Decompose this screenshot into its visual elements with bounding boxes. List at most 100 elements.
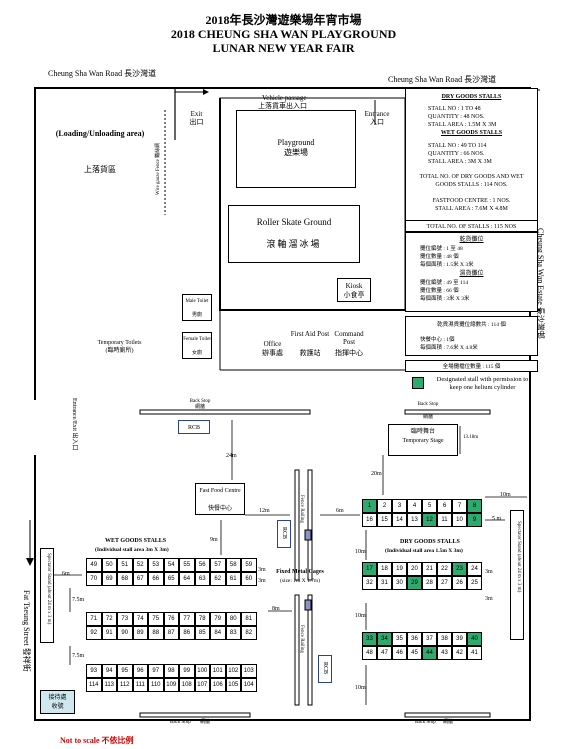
fence-railing-bottom: Fence Railing [299, 625, 304, 653]
wet-stall-108: 108 [179, 678, 195, 692]
wet-stall-101: 101 [210, 664, 226, 678]
wet-stall-111: 111 [132, 678, 148, 692]
dry-stall-45: 45 [407, 646, 422, 660]
female-toilet-zh: 女廁 [191, 351, 202, 356]
dry-stall-26: 26 [452, 576, 467, 590]
wet-stall-106: 106 [210, 678, 226, 692]
loading-area-label: (Loading/Unloading area) [55, 129, 145, 138]
dry-stall-12: 12 [422, 513, 437, 527]
rcb-bottom-label: RCB [322, 662, 328, 675]
fixed-cages-size: (size: 1m X 1.7m) [279, 578, 321, 584]
legend-green-swatch [412, 377, 424, 389]
wet-stall-104: 104 [241, 678, 257, 692]
wet-stall-80: 80 [225, 612, 241, 626]
info-total-stalls: TOTAL NO. OF STALLS : 115 NOS [426, 224, 517, 230]
exit-zh: 出口 [189, 118, 204, 126]
wet-stall-58: 58 [225, 558, 241, 572]
dry-stall-27: 27 [437, 576, 452, 590]
exit-label: Exit [190, 110, 203, 118]
wet-stall-113: 113 [101, 678, 117, 692]
spectator-stand-left: Spectator Stand (about 24 m x 3 m) [40, 548, 54, 643]
dry-stalls-title: DRY GOODS STALLS [400, 539, 460, 545]
dim-12m: 12m [259, 508, 270, 514]
wet-stall-96: 96 [132, 664, 148, 678]
roller-label: Roller Skate Ground [256, 217, 332, 227]
wet-stall-57: 57 [210, 558, 226, 572]
dim-3m-d: 3m [485, 596, 493, 602]
wet-stall-66: 66 [148, 572, 164, 586]
dry-stall-21: 21 [422, 562, 437, 576]
title-fair: LUNAR NEW YEAR FAIR [212, 41, 355, 55]
wet-stall-72: 72 [101, 612, 117, 626]
wet-stall-61: 61 [225, 572, 241, 586]
title-zh: 2018年長沙灣遊樂場年宵市場 [205, 13, 362, 27]
first-aid-label: First Aid Post [290, 330, 330, 338]
dry-stall-41: 41 [467, 646, 482, 660]
wet-stall-51: 51 [117, 558, 133, 572]
dry-stall-11: 11 [437, 513, 452, 527]
dry-stall-8: 8 [467, 499, 482, 513]
back-stop-top-right: Back Stop [417, 402, 439, 407]
dim-5m: 5 m [492, 516, 502, 522]
wet-stalls-title: WET GOODS STALLS [105, 538, 167, 544]
wet-stall-76: 76 [163, 612, 179, 626]
wet-stall-103: 103 [241, 664, 257, 678]
roller-skate-ground: Roller Skate Ground 滾軸溜冰場 [228, 205, 360, 263]
dry-stall-44: 44 [422, 646, 437, 660]
temp-stage-label: Temporary Stage [402, 438, 444, 444]
dry-stall-13: 13 [407, 513, 422, 527]
info-zh-dry3: 每個面積 : 1.5米 X 3米 [420, 262, 474, 268]
rcb-top: RCB [178, 420, 210, 434]
info-zh-total: 乾貨濕貨攤位總數共 : 114 個 [437, 322, 506, 328]
back-stop-bottom-left: Back Stop [170, 720, 191, 725]
dim-10m-d: 10m [355, 685, 366, 691]
dry-stall-10: 10 [452, 513, 467, 527]
female-toilet-label: Female Toilet [183, 337, 211, 342]
legend-text: Designated stall with permission to keep… [436, 376, 529, 391]
wet-stall-84: 84 [210, 626, 226, 640]
wet-stall-90: 90 [117, 626, 133, 640]
wet-stall-71: 71 [86, 612, 102, 626]
dry-stall-16: 16 [362, 513, 377, 527]
dry-stall-29: 29 [407, 576, 422, 590]
wet-stall-50: 50 [101, 558, 117, 572]
entrance-zh: 入口 [370, 118, 384, 126]
wet-stall-49: 49 [86, 558, 102, 572]
info-dry-qty: QUANTITY : 48 NOS. [428, 114, 485, 120]
wet-stall-82: 82 [241, 626, 257, 640]
dry-stall-48: 48 [362, 646, 377, 660]
dry-stall-19: 19 [392, 562, 407, 576]
stall-summary-zh: 乾貨攤位 攤位編號 : 1 至 48 攤位數量 : 48 個 每個面積 : 1.… [405, 232, 538, 312]
dry-stall-6: 6 [437, 499, 452, 513]
dry-stall-22: 22 [437, 562, 452, 576]
dim-9m: 9m [210, 537, 218, 543]
male-toilet: Male Toilet 男廁 [182, 294, 212, 321]
wet-stall-112: 112 [117, 678, 133, 692]
dry-stalls-sub: (Individual stall area 1.5m X 3m) [385, 548, 463, 554]
info-dry-area: STALL AREA : 1.5M X 3M [428, 122, 497, 128]
info-fastfood-area: STALL AREA : 7.6M X 4.8M [435, 206, 508, 212]
info-dry-stall-no: STALL NO : 1 TO 48 [428, 106, 481, 112]
wet-stall-83: 83 [225, 626, 241, 640]
rcb-bottom: RCB [318, 655, 332, 683]
dry-stall-9: 9 [467, 513, 482, 527]
wet-stall-74: 74 [132, 612, 148, 626]
reception-zh: 接待處 [48, 695, 67, 701]
wet-stall-65: 65 [163, 572, 179, 586]
info-wet-stall-no: STALL NO : 49 TO 114 [428, 143, 487, 149]
wet-stall-60: 60 [241, 572, 257, 586]
dry-stall-14: 14 [392, 513, 407, 527]
temp-toilets-zh: (臨時廁所) [105, 348, 134, 354]
info-wet-qty: QUANTITY : 66 NOS. [428, 151, 485, 157]
info-dry-header: DRY GOODS STALLS [441, 94, 502, 100]
info-wet-area: STALL AREA : 3M X 3M [428, 159, 492, 165]
spectator-stand-right: Spectator Stand (about 24 m x 3 m) [510, 510, 524, 640]
wet-stall-85: 85 [194, 626, 210, 640]
entrance-label: Entrance [364, 110, 390, 118]
dim-8m: 8m [272, 606, 280, 612]
wet-stall-79: 79 [210, 612, 226, 626]
first-aid-zh: 救護站 [299, 349, 321, 357]
office-zh: 辦事處 [262, 349, 283, 357]
info-zh-dry: 乾貨攤位 [459, 237, 484, 243]
